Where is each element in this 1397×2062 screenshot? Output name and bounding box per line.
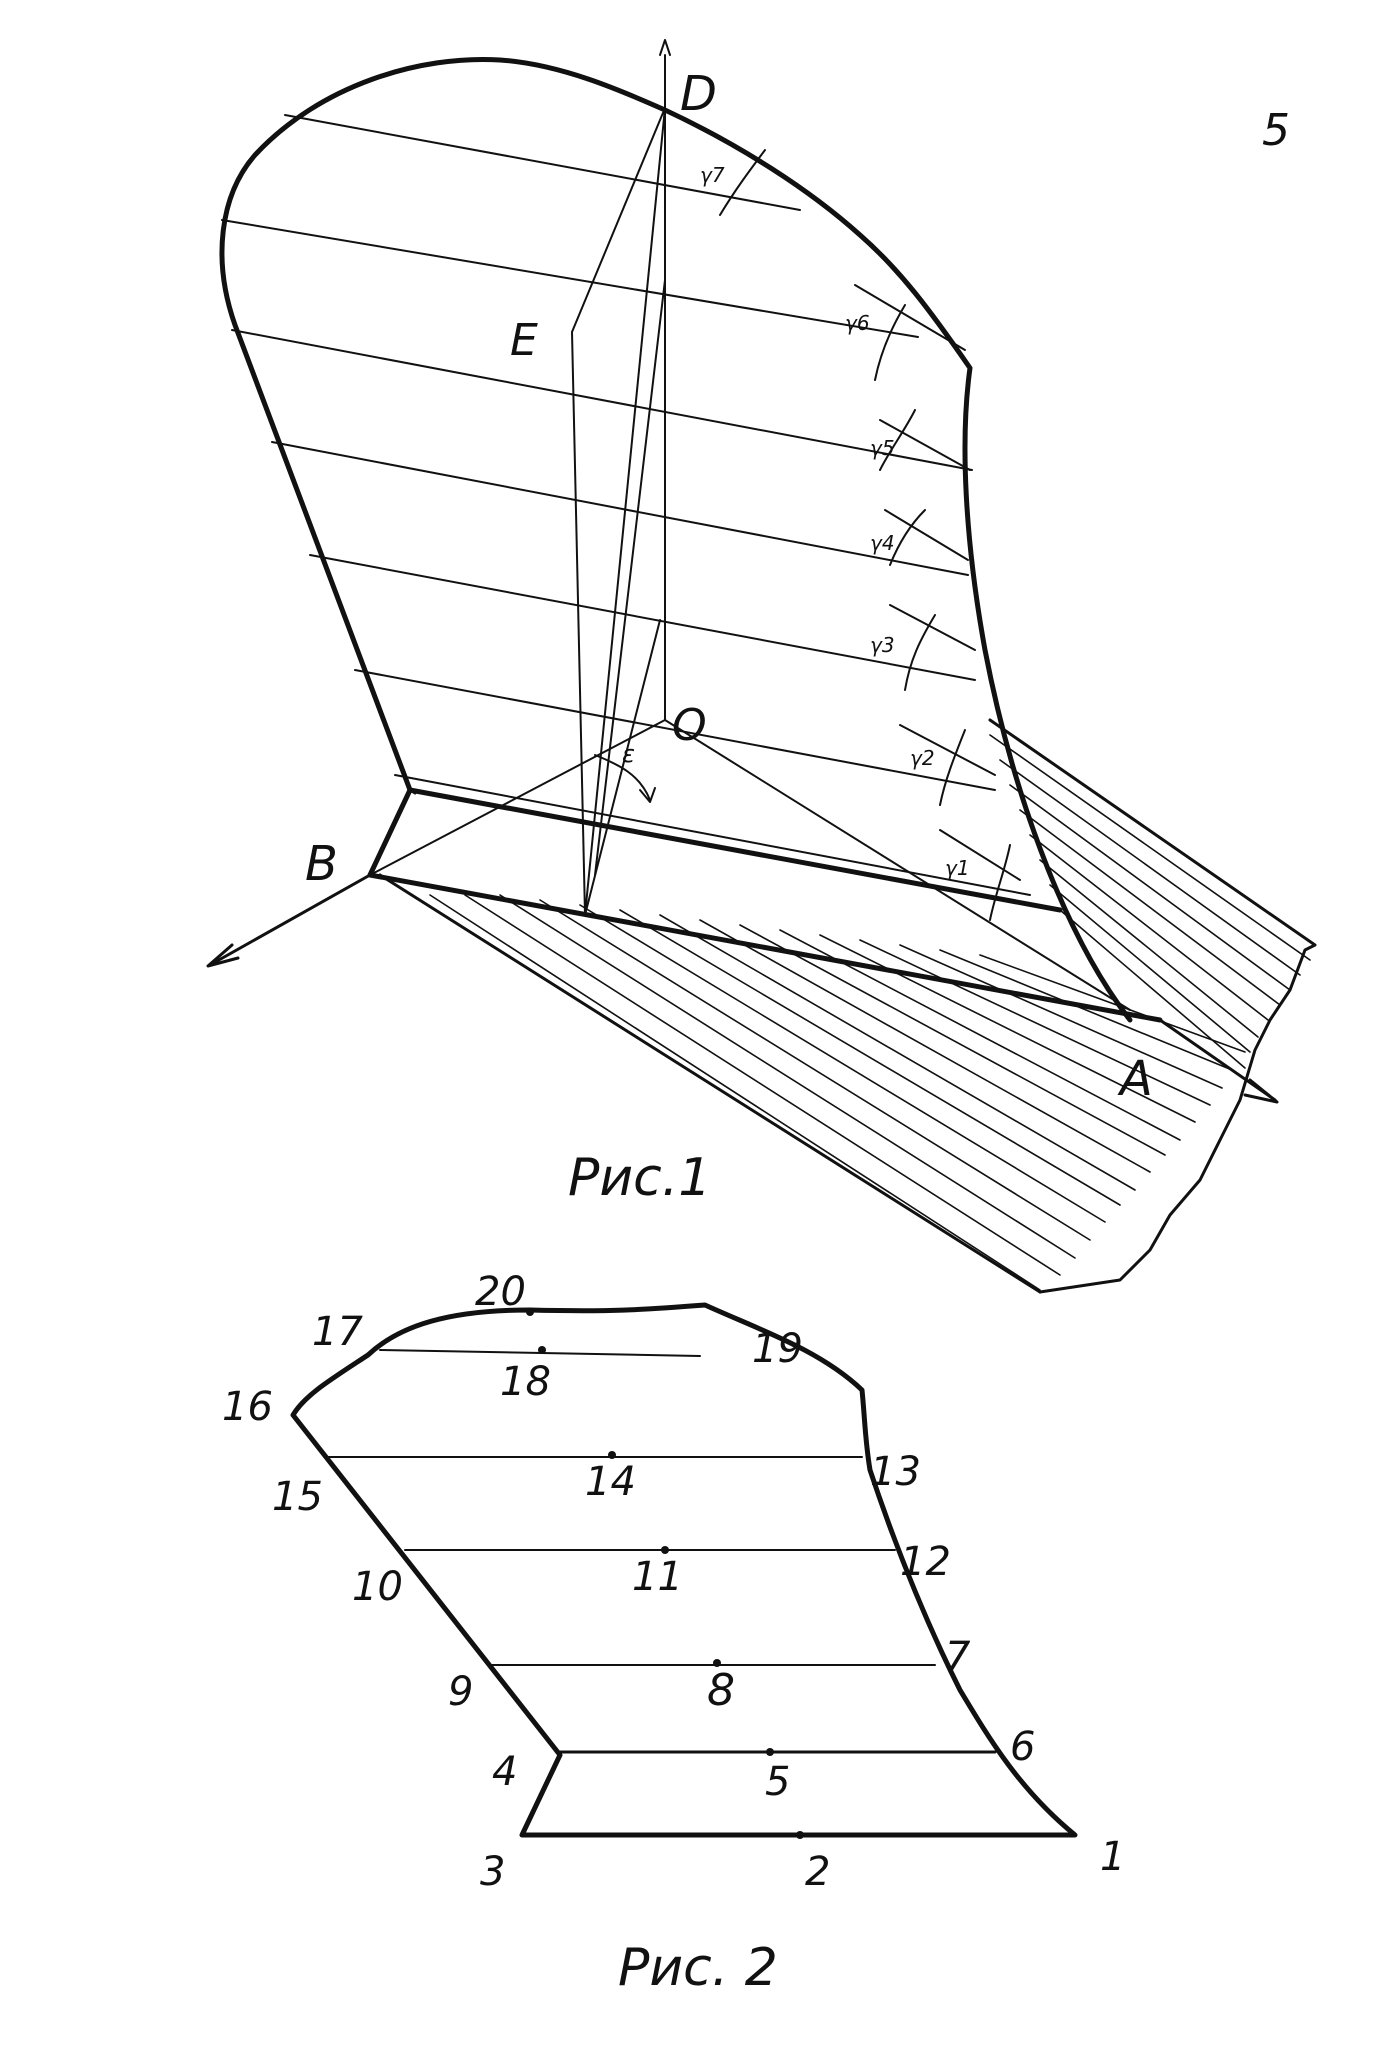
blade-sections	[221, 114, 1031, 896]
point-label-17: 17	[312, 1309, 363, 1355]
construction-lines	[369, 39, 1131, 1011]
point-label-3: 3	[480, 1849, 505, 1895]
point-label-4: 4	[492, 1749, 517, 1795]
point-label-9: 9	[448, 1669, 473, 1715]
figure-2: 1 2 3 4 5 6 7 8 9 10 11 12 13 14 15 16 1…	[222, 1269, 1125, 1998]
development-labels: 1 2 3 4 5 6 7 8 9 10 11 12 13 14 15 16 1…	[222, 1269, 1125, 1895]
label-B: B	[305, 836, 338, 892]
point-label-11: 11	[632, 1554, 683, 1600]
figure-1: γ7 γ6 γ5 γ4 γ3 γ2 γ1	[206, 39, 1317, 1294]
point-label-5: 5	[765, 1759, 790, 1805]
point-label-8: 8	[707, 1665, 735, 1716]
ground-hatching	[429, 734, 1311, 1291]
point-label-18: 18	[500, 1359, 551, 1405]
gamma-1-label: γ1	[945, 856, 970, 880]
gamma-5-label: γ5	[870, 436, 895, 460]
point-label-12: 12	[900, 1539, 951, 1585]
point-label-2: 2	[805, 1849, 830, 1895]
gamma-labels: γ7 γ6 γ5 γ4 γ3 γ2 γ1	[700, 163, 970, 880]
point-label-10: 10	[352, 1564, 403, 1610]
gamma-2-label: γ2	[910, 746, 935, 770]
gamma-arcs	[719, 149, 1011, 921]
point-label-6: 6	[1010, 1724, 1035, 1770]
blade-development-outline	[290, 1302, 1078, 1838]
label-E: E	[510, 315, 538, 366]
development-sections	[324, 1349, 936, 1666]
point-label-1: 1	[1100, 1834, 1125, 1880]
label-O: O	[672, 700, 707, 751]
point-label-15: 15	[272, 1474, 323, 1520]
gamma-4-label: γ4	[870, 531, 895, 555]
blade-outline	[219, 56, 1133, 1023]
point-label-20: 20	[475, 1269, 526, 1315]
gamma-3-label: γ3	[870, 633, 895, 657]
page-number: 5	[1262, 105, 1290, 156]
label-D-top: D	[680, 66, 717, 122]
point-label-16: 16	[222, 1384, 273, 1430]
point-label-13: 13	[870, 1449, 921, 1495]
development-points	[526, 1308, 804, 1839]
figure-1-caption: Рис.1	[568, 1148, 711, 1208]
gamma-7-label: γ7	[700, 163, 725, 187]
label-A: A	[1117, 1051, 1153, 1107]
point-label-19: 19	[752, 1326, 803, 1372]
gamma-6-label: γ6	[845, 311, 870, 335]
point-label-7: 7	[945, 1634, 971, 1680]
axes	[206, 873, 1279, 1104]
point-label-14: 14	[585, 1459, 636, 1505]
figure-2-caption: Рис. 2	[618, 1938, 778, 1998]
epsilon-label: ε	[622, 740, 635, 768]
